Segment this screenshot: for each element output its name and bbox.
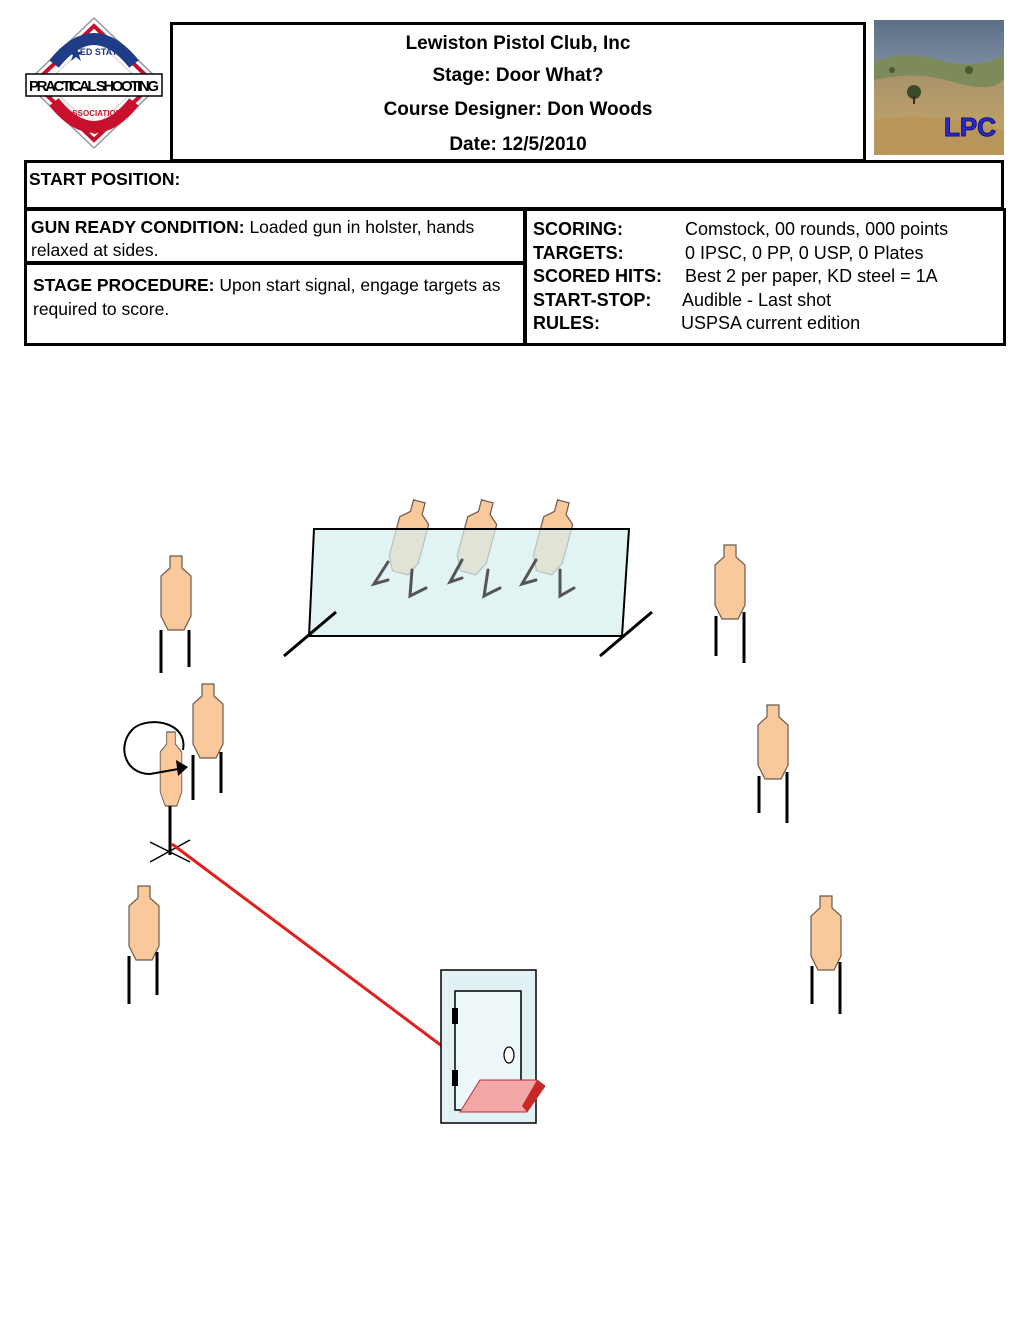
logo-top-text: UNITED STATES xyxy=(59,47,129,57)
start-position-label: START POSITION: xyxy=(29,169,181,189)
scored-hits-label: SCORED HITS: xyxy=(533,266,663,286)
logo-main-text: PRACTICAL SHOOTING xyxy=(29,78,159,95)
gun-ready-value: Loaded gun in holster, hands relaxed at … xyxy=(31,217,475,260)
stage-date: Date: 12/5/2010 xyxy=(449,134,587,155)
course-designer: Course Designer: Don Woods xyxy=(383,99,653,120)
wall-barricade xyxy=(283,496,653,658)
targets-label: TARGETS: xyxy=(533,243,624,263)
scoring-box: SCORING: Comstock, 00 rounds, 000 points… xyxy=(524,208,1006,346)
start-stop-row: START-STOP: Audible - Last shot xyxy=(533,290,831,311)
activation-cable xyxy=(171,842,491,1084)
landscape-photo: LPC xyxy=(874,20,1004,155)
ipsc-target-left-2 xyxy=(191,683,224,800)
logo-bottom-text: ASSOCIATION xyxy=(67,109,122,118)
start-stop-value: Audible - Last shot xyxy=(682,290,832,310)
stage-procedure-value: Upon start signal, engage targets as req… xyxy=(33,275,501,319)
ipsc-target-right-3 xyxy=(810,895,842,1014)
rules-label: RULES: xyxy=(533,313,600,333)
scoring-row: SCORING: Comstock, 00 rounds, 000 points xyxy=(533,219,948,240)
stage-name: Stage: Door What? xyxy=(432,65,604,86)
activation-cross xyxy=(149,839,191,863)
targets-row: TARGETS: 0 IPSC, 0 PP, 0 USP, 0 Plates xyxy=(533,243,923,264)
uspsa-logo: UNITED STATES PRACTICAL SHOOTING ASSOCIA… xyxy=(24,16,164,150)
targets-value: 0 IPSC, 0 PP, 0 USP, 0 Plates xyxy=(685,243,924,263)
ipsc-target-left-4 xyxy=(127,885,160,1004)
logo-mark: IPSC xyxy=(86,129,102,136)
ipsc-target-left-1 xyxy=(159,555,192,673)
stage-procedure-box: STAGE PROCEDURE: Upon start signal, enga… xyxy=(24,262,526,346)
rules-row: RULES: USPSA current edition xyxy=(533,313,860,334)
scored-hits-value: Best 2 per paper, KD steel = 1A xyxy=(685,266,938,286)
gun-ready-label: GUN READY CONDITION: xyxy=(31,217,245,237)
rules-value: USPSA current edition xyxy=(681,313,861,333)
lpc-badge: LPC xyxy=(944,112,996,142)
ipsc-target-right-1 xyxy=(714,544,746,663)
ipsc-target-right-2 xyxy=(757,704,789,823)
scored-hits-row: SCORED HITS: Best 2 per paper, KD steel … xyxy=(533,266,938,287)
ipsc-target-left-3-small xyxy=(159,731,183,855)
start-stop-label: START-STOP: xyxy=(533,290,652,310)
scoring-value: Comstock, 00 rounds, 000 points xyxy=(685,219,949,239)
target-stands-behind-wall xyxy=(370,558,576,599)
stage-procedure-label: STAGE PROCEDURE: xyxy=(33,275,215,295)
door-prop xyxy=(440,969,546,1124)
scoring-label: SCORING: xyxy=(533,219,623,239)
swinger-arrow xyxy=(123,721,188,776)
club-name: Lewiston Pistol Club, Inc xyxy=(405,33,631,54)
